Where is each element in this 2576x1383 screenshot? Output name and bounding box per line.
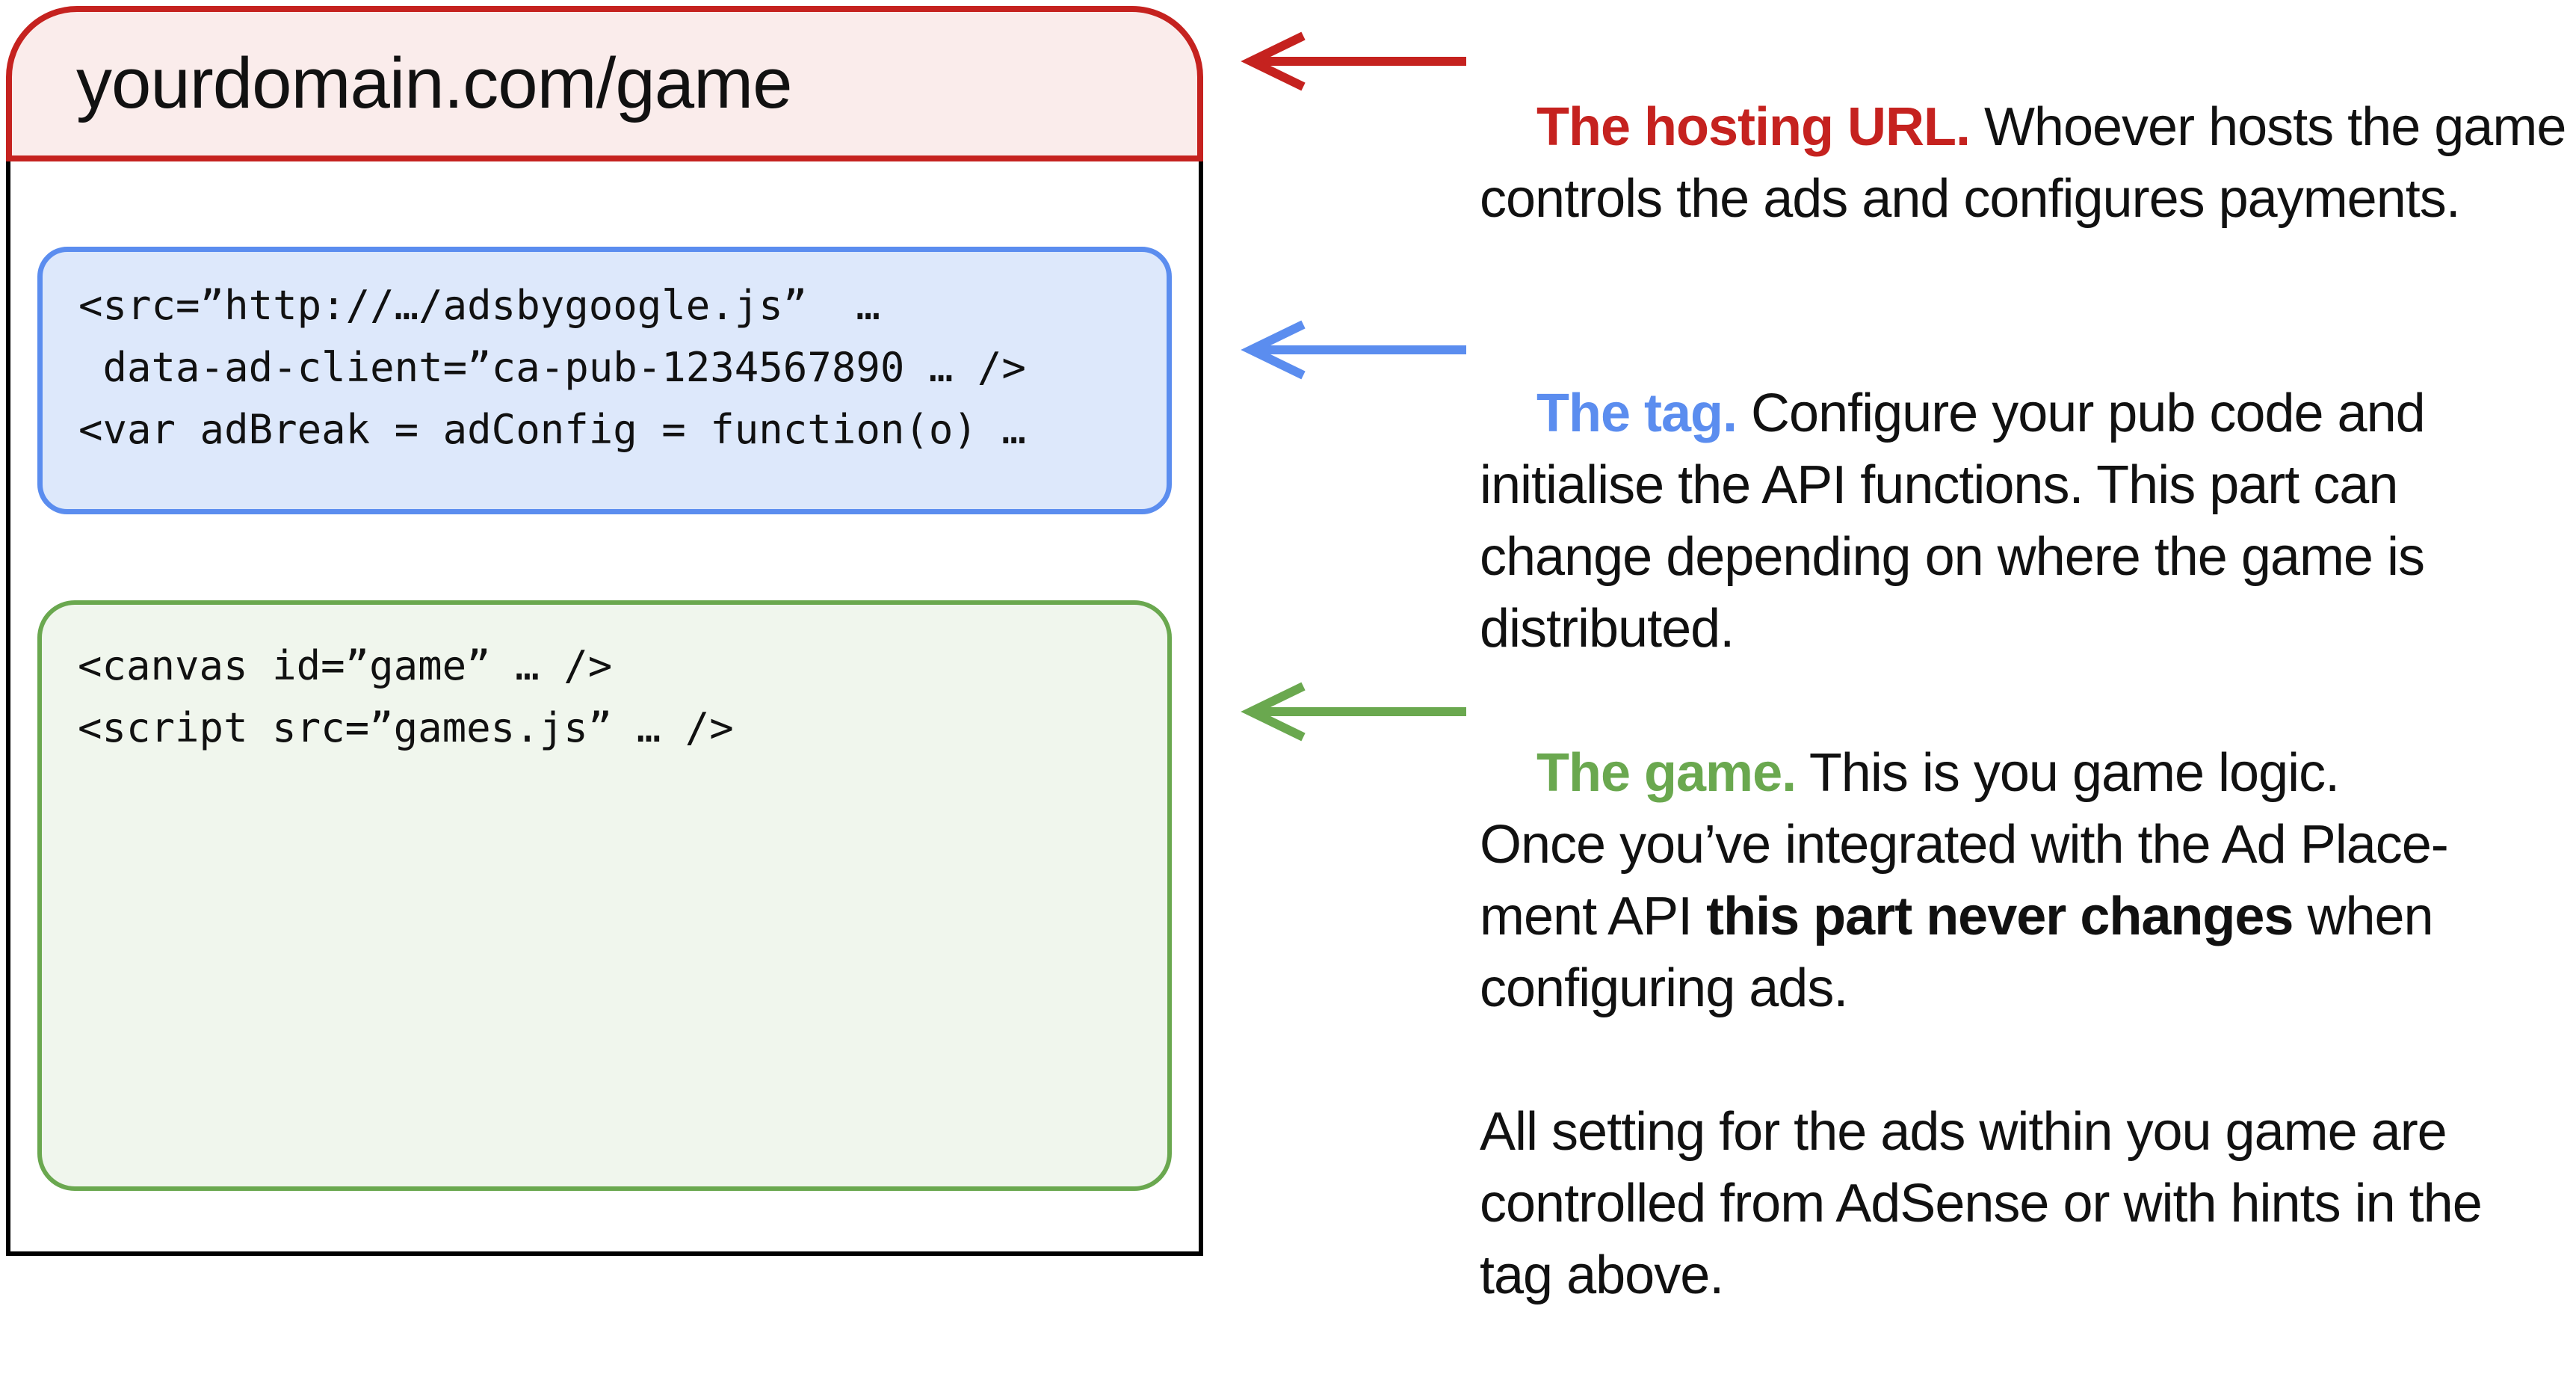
tag-note: The tag. Configure your pub code and ini… (1480, 306, 2426, 736)
hosting-url-note-body: Whoever hosts the game controls the ads … (1480, 97, 2566, 229)
url-bar: yourdomain.com/game (6, 6, 1203, 161)
blue-left-arrow-icon (1241, 320, 1466, 380)
ad-placement-diagram: yourdomain.com/game <src=”http://…/adsby… (6, 6, 2566, 1305)
tag-note-body: Configure your pub code and initialise t… (1480, 384, 2426, 659)
game-note-body-2: when configuring ads. All setting for th… (1480, 887, 2483, 1305)
hosting-url-note-heading: The hosting URL. (1536, 97, 1971, 157)
game-note: The game. This is you game logic. Once y… (1480, 665, 2483, 1383)
url-text: yourdomain.com/game (76, 43, 792, 123)
game-code-box: <canvas id=”game” … /> <script src=”game… (37, 600, 1172, 1191)
code-line: <script src=”games.js” … /> (78, 704, 734, 751)
browser-window: yourdomain.com/game <src=”http://…/adsby… (6, 6, 1203, 1256)
code-line: data-ad-client=”ca-pub-1234567890 … /> (78, 344, 1026, 391)
hosting-url-note: The hosting URL. Whoever hosts the game … (1480, 19, 2566, 307)
tag-note-heading: The tag. (1536, 384, 1738, 443)
game-note-body-1: This is you game logic. Once you’ve inte… (1480, 743, 2449, 946)
ad-tag-code-box: <src=”http://…/adsbygoogle.js” … data-ad… (37, 247, 1172, 514)
page-body: <src=”http://…/adsbygoogle.js” … data-ad… (6, 161, 1203, 1256)
code-line: <src=”http://…/adsbygoogle.js” … (78, 282, 880, 329)
game-note-heading: The game. (1536, 743, 1797, 803)
code-line: <canvas id=”game” … /> (78, 642, 613, 689)
code-line: <var adBreak = adConfig = function(o) … (78, 406, 1026, 453)
game-note-bold-phrase: this part never changes (1706, 887, 2294, 946)
red-left-arrow-icon (1241, 31, 1466, 91)
green-left-arrow-icon (1241, 682, 1466, 742)
